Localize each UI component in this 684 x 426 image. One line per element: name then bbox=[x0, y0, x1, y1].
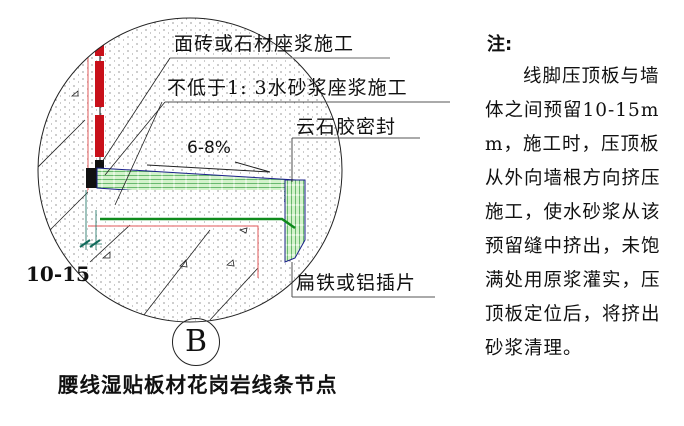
notes-title: 注: bbox=[487, 34, 513, 55]
facing-brick bbox=[95, 61, 104, 107]
label-mortar-bed: 不低于1: 3水砂浆座浆施工 bbox=[167, 77, 408, 99]
notes-body: 线脚压顶板与墙体之间预留10-15mm，施工时，压顶板从外向墙根方向挤压施工，使… bbox=[485, 66, 661, 359]
slope-label: 6-8% bbox=[187, 138, 231, 158]
gap-dimension: 10-15 bbox=[26, 262, 90, 286]
flat-iron-insert bbox=[100, 217, 296, 230]
drawing-caption: 腰线湿贴板材花岗岩线条节点 bbox=[58, 373, 338, 397]
detail-circle bbox=[38, 18, 342, 322]
label-insert: 扁铁或铝插片 bbox=[296, 272, 417, 294]
detail-mark: B bbox=[172, 318, 220, 366]
facing-brick bbox=[95, 115, 104, 157]
sealant-block bbox=[86, 168, 97, 188]
label-facing-tile: 面砖或石材座浆施工 bbox=[174, 33, 355, 55]
label-sealant: 云石胶密封 bbox=[296, 116, 397, 138]
